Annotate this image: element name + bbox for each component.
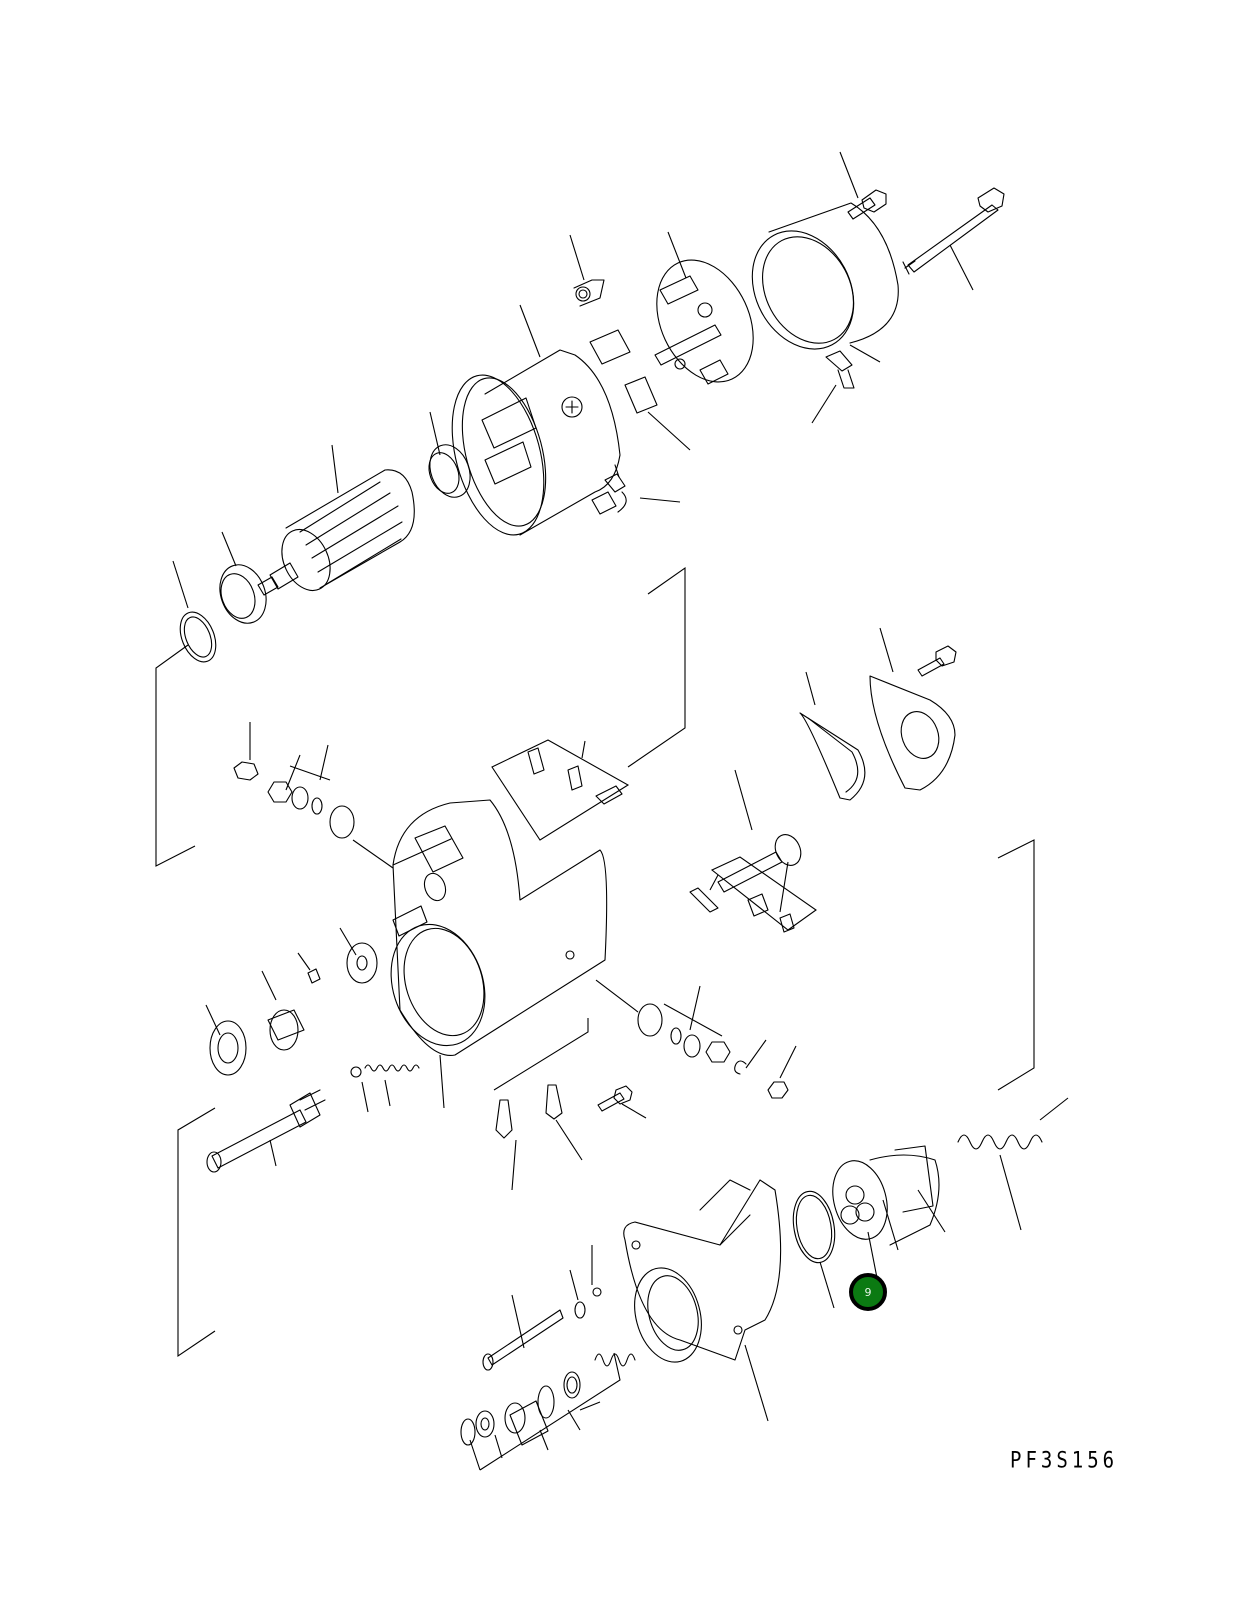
cover-plate [870, 628, 955, 790]
contact-set-right [690, 857, 816, 932]
bearing-armature-end [423, 412, 477, 503]
washers-lower-left [206, 928, 377, 1075]
long-bolt-lower [483, 1295, 563, 1370]
callout-badge-9[interactable]: 9 [849, 1273, 887, 1311]
drive-housing [624, 1180, 781, 1421]
sensors-lower [494, 1018, 588, 1190]
washers-lower [570, 1245, 601, 1318]
end-cover-yoke [732, 203, 898, 367]
nut-group-left [234, 722, 354, 838]
o-ring-drive [788, 1188, 840, 1308]
brush-spring [570, 235, 604, 306]
housing [353, 800, 607, 1108]
callout-number: 9 [864, 1285, 872, 1299]
terminal-lead [592, 465, 680, 514]
field-frame [436, 305, 690, 545]
nut-group-right [596, 980, 796, 1098]
through-bolt [903, 188, 1004, 290]
return-spring-right [958, 1098, 1068, 1230]
solenoid-contacts-bracket [492, 740, 628, 840]
terminal-bolt [718, 770, 806, 892]
armature [258, 445, 414, 598]
pinion-gear-set [461, 1353, 620, 1470]
plunger-spring [351, 1065, 419, 1112]
bracket-right [998, 840, 1034, 1090]
terminal-clip [812, 351, 854, 423]
bolt-small-lower [598, 1086, 646, 1118]
bracket-left-lower [178, 1108, 215, 1356]
screw-cover [918, 646, 956, 676]
figure-id-label: PF3S156 [1010, 1448, 1119, 1474]
snap-ring-top [173, 561, 223, 667]
pinion-shaft [207, 1090, 325, 1172]
gasket [800, 672, 865, 800]
overrunning-clutch [825, 1146, 945, 1283]
bracket-center [628, 568, 685, 767]
spring-drive [595, 1354, 635, 1366]
bracket-left-upper [156, 645, 195, 866]
bearing-drive-end [212, 532, 274, 630]
screw-top [840, 152, 886, 219]
brush-holder [638, 232, 772, 398]
